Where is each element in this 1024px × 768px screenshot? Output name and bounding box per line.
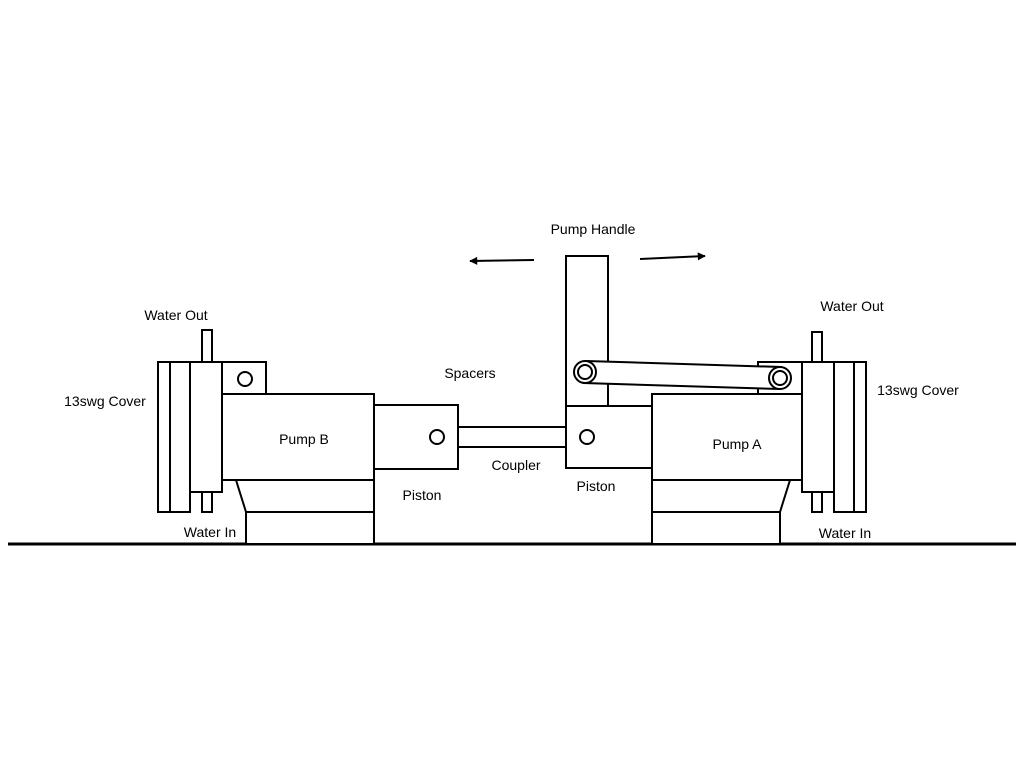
label-cover-right: 13swg Cover <box>877 382 959 398</box>
cover-plate-left-middle <box>169 361 191 513</box>
water-out-pipe-right <box>811 331 823 365</box>
cover-plate-right-outer <box>853 361 867 513</box>
water-out-pipe-left <box>201 329 213 365</box>
label-cover-left: 13swg Cover <box>64 393 146 409</box>
pump-b-assembly <box>157 329 459 545</box>
cover-plate-left-inner <box>189 361 223 493</box>
cover-plate-left-outer <box>157 361 171 513</box>
pump-b-base <box>234 479 375 513</box>
label-coupler: Coupler <box>491 457 540 473</box>
pump-a-stand <box>651 511 781 545</box>
piston-block-right <box>565 405 653 469</box>
pump-a-base <box>651 479 792 513</box>
label-pump-b: Pump B <box>279 431 329 447</box>
piston-pin-right <box>579 429 595 445</box>
pivot-pin-left <box>237 371 253 387</box>
label-water-out-left: Water Out <box>144 307 207 323</box>
piston-pin-left <box>429 429 445 445</box>
coupler-rod <box>457 426 567 448</box>
linkage-pivot-right <box>772 370 788 386</box>
label-water-in-right: Water In <box>819 525 871 541</box>
label-water-in-left: Water In <box>184 524 236 540</box>
arrow-left-icon <box>469 256 535 265</box>
label-pump-a: Pump A <box>712 436 762 452</box>
pump-b-stand <box>245 511 375 545</box>
label-piston-left: Piston <box>403 487 442 503</box>
linkage-pivot-left <box>577 364 593 380</box>
cover-plate-right-middle <box>833 361 855 513</box>
piston-block-left <box>373 404 459 470</box>
cover-plate-right-inner <box>801 361 835 493</box>
label-piston-right: Piston <box>577 478 616 494</box>
arrow-right-icon <box>639 252 706 261</box>
pump-a-assembly <box>565 255 867 545</box>
label-water-out-right: Water Out <box>820 298 883 314</box>
label-pump-handle: Pump Handle <box>551 221 636 237</box>
label-spacers: Spacers <box>444 365 495 381</box>
linkage-arm <box>582 359 783 391</box>
